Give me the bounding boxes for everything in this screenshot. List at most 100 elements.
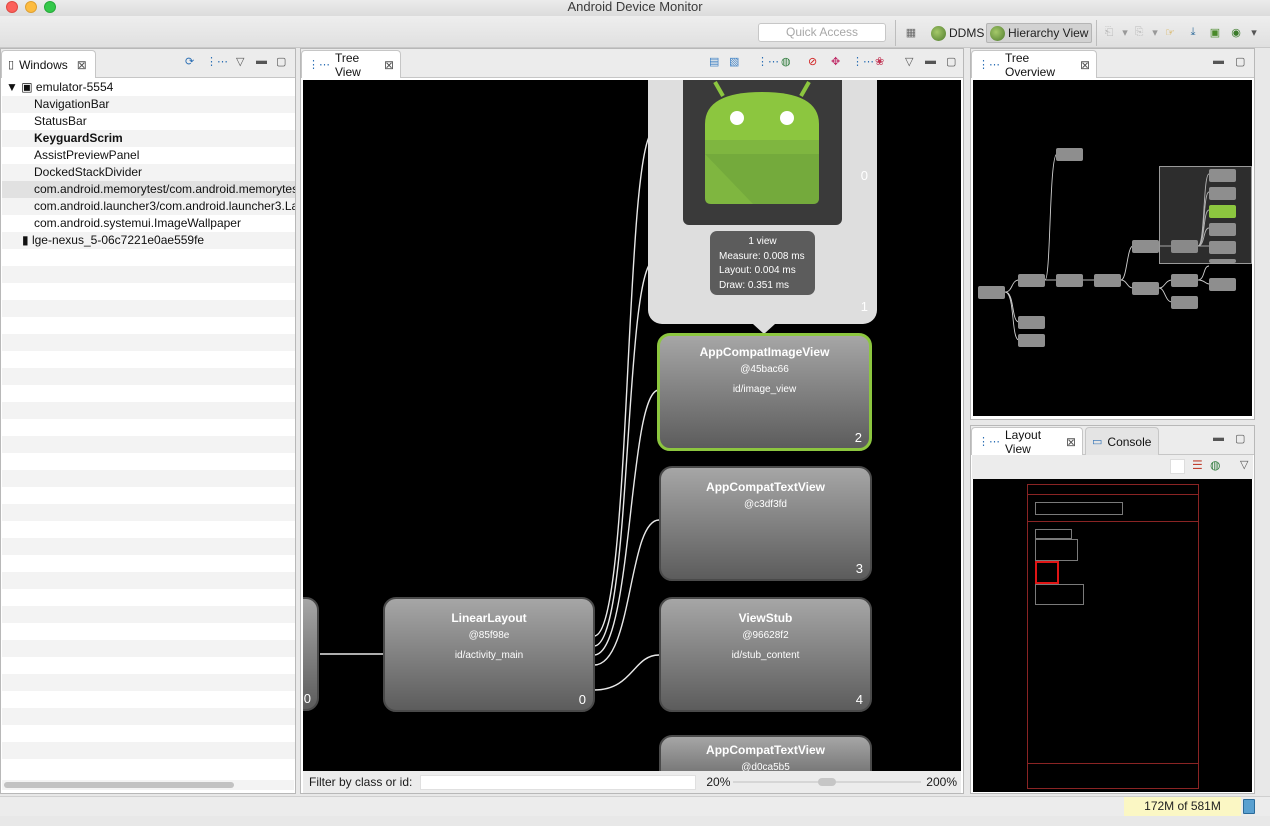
overview-node bbox=[1171, 240, 1198, 253]
view-menu-icon[interactable]: ▽ bbox=[1240, 459, 1249, 471]
globe-icon[interactable]: ◍ bbox=[781, 56, 791, 68]
tree-node[interactable]: ViewStub @96628f2 id/stub_content 4 bbox=[659, 597, 872, 712]
tree-view-tabbar: ⋮⋯ Tree View ⊠ ▤ ▧ ⋮⋯ ◍ ⊘ ✥ ⋮⋯ ❀ ▽ ▬ ▢ bbox=[301, 49, 963, 79]
close-icon[interactable]: ⊠ bbox=[76, 57, 87, 72]
tree-item[interactable]: com.android.systemui.ImageWallpaper bbox=[34, 216, 241, 230]
tree-item[interactable]: ▮ lge-nexus_5-06c7221e0ae559fe bbox=[2, 232, 295, 249]
overview-node bbox=[1171, 274, 1198, 287]
debug-icon[interactable]: ◉ bbox=[1231, 26, 1241, 39]
white-background-icon[interactable] bbox=[1170, 459, 1185, 474]
overview-node-selected bbox=[1209, 205, 1236, 218]
invalidate-icon[interactable]: ✥ bbox=[831, 56, 841, 68]
tree-view-canvas[interactable]: 0 0 1 1 view Measure: 0.008 ms L bbox=[303, 80, 961, 771]
tree-item[interactable]: com.android.memorytest/com.android.memor… bbox=[2, 181, 295, 198]
close-icon[interactable]: ⊠ bbox=[383, 57, 394, 72]
tree-overview-canvas[interactable] bbox=[973, 80, 1252, 416]
load-hierarchy-icon[interactable]: ⋮⋯ bbox=[757, 56, 779, 68]
close-window-button[interactable] bbox=[6, 1, 18, 13]
quick-access-input[interactable]: Quick Access bbox=[758, 23, 886, 42]
tree-node-partial[interactable]: 0 bbox=[303, 597, 319, 711]
view-menu-icon[interactable]: ▽ bbox=[905, 56, 914, 68]
minimize-icon[interactable]: ▬ bbox=[925, 55, 936, 67]
toolbar-separator bbox=[895, 20, 896, 46]
close-icon[interactable]: ⊠ bbox=[1079, 57, 1090, 72]
tree-node[interactable]: AppCompatImageView @45bac66 id/image_vie… bbox=[657, 333, 872, 451]
tooltip-layout: Layout: 0.004 ms bbox=[719, 265, 796, 276]
open-perspective-icon[interactable]: ▦ bbox=[905, 26, 917, 39]
windows-panel: ▯ Windows ⊠ ⟳ ⋮⋯ ▽ ▬ ▢ ▼ ▣ emulator-5554… bbox=[0, 48, 296, 794]
zoom-max-label: 200% bbox=[926, 775, 957, 789]
perspective-ddms-label: DDMS bbox=[949, 26, 985, 40]
heap-status[interactable]: 172M of 581M bbox=[1124, 797, 1241, 816]
request-layout-icon[interactable]: ⋮⋯ bbox=[852, 56, 874, 68]
empty-row bbox=[2, 334, 295, 351]
back-icon[interactable]: ⎗ bbox=[1104, 25, 1114, 38]
zoom-slider[interactable] bbox=[733, 778, 921, 786]
maximize-icon[interactable]: ▢ bbox=[1235, 433, 1246, 445]
maximize-icon[interactable]: ▢ bbox=[276, 56, 287, 68]
scrollbar-thumb[interactable] bbox=[4, 782, 234, 788]
dropdown-icon[interactable]: ▾ bbox=[1122, 26, 1128, 39]
refresh-icon[interactable]: ⟳ bbox=[185, 56, 195, 68]
minimize-icon[interactable]: ▬ bbox=[1213, 432, 1224, 444]
tree-item[interactable]: com.android.launcher3/com.android.launch… bbox=[2, 198, 295, 215]
node-index: 0 bbox=[578, 692, 586, 707]
close-icon[interactable]: ⊠ bbox=[1065, 434, 1076, 449]
show-extras-icon[interactable]: ☰ bbox=[1192, 458, 1203, 472]
view-menu-icon[interactable]: ▽ bbox=[236, 56, 245, 68]
tree-overview-tabbar: ⋮⋯ Tree Overview ⊠ ▬ ▢ bbox=[971, 49, 1254, 79]
dropdown-icon[interactable]: ▾ bbox=[1251, 26, 1257, 39]
node-hash: @85f98e bbox=[468, 630, 510, 641]
tree-item[interactable]: DockedStackDivider bbox=[2, 164, 295, 181]
trash-icon[interactable] bbox=[1243, 799, 1255, 814]
minimize-icon[interactable]: ▬ bbox=[1213, 55, 1224, 67]
tree-item[interactable]: KeyguardScrim bbox=[2, 130, 295, 147]
zoom-slider-knob[interactable] bbox=[818, 778, 836, 786]
horizontal-scrollbar[interactable] bbox=[2, 780, 294, 790]
forward-icon[interactable]: ⎘ bbox=[1134, 25, 1144, 38]
tab-console[interactable]: ▭ Console bbox=[1085, 427, 1159, 455]
maximize-icon[interactable]: ▢ bbox=[1235, 56, 1246, 68]
device-screenshot-icon[interactable]: ▣ bbox=[1209, 26, 1221, 39]
tree-item[interactable]: AssistPreviewPanel bbox=[34, 148, 140, 162]
layout-view-canvas[interactable] bbox=[973, 479, 1252, 792]
empty-row bbox=[2, 572, 295, 589]
empty-row bbox=[2, 385, 295, 402]
minimize-window-button[interactable] bbox=[25, 1, 37, 13]
tree-node[interactable]: AppCompatTextView @c3df3fd 3 bbox=[659, 466, 872, 581]
empty-row bbox=[2, 487, 295, 504]
console-icon: ▭ bbox=[1092, 436, 1103, 448]
tree-node[interactable]: LinearLayout @85f98e id/activity_main 0 bbox=[383, 597, 595, 712]
dropdown-icon[interactable]: ▾ bbox=[1152, 26, 1158, 39]
tab-layout-view[interactable]: ⋮⋯ Layout View ⊠ bbox=[971, 427, 1083, 456]
download-icon[interactable]: ⤓ bbox=[1190, 25, 1196, 38]
node-hash: @c3df3fd bbox=[744, 499, 787, 510]
globe-icon[interactable]: ◍ bbox=[1210, 458, 1221, 472]
empty-row bbox=[2, 589, 295, 606]
minimize-icon[interactable]: ▬ bbox=[256, 55, 267, 67]
save-png-icon[interactable]: ▤ bbox=[709, 56, 720, 68]
capture-layers-icon[interactable]: ▧ bbox=[729, 56, 740, 68]
zoom-window-button[interactable] bbox=[44, 1, 56, 13]
perspective-ddms[interactable]: DDMS bbox=[928, 23, 987, 43]
tree-item[interactable]: ▼ ▣ emulator-5554 bbox=[6, 80, 114, 94]
tree-node[interactable]: AppCompatTextView @d0ca5b5 bbox=[659, 735, 872, 771]
expand-arrow-icon[interactable]: ▼ bbox=[6, 80, 18, 94]
load-hierarchy-icon[interactable]: ⋮⋯ bbox=[206, 56, 228, 68]
stop-icon[interactable]: ⊘ bbox=[808, 56, 818, 68]
tab-tree-view[interactable]: ⋮⋯ Tree View ⊠ bbox=[301, 50, 401, 79]
tree-item[interactable]: StatusBar bbox=[34, 114, 87, 128]
pointer-icon[interactable]: ☞ bbox=[1165, 26, 1175, 39]
filter-input[interactable] bbox=[420, 774, 697, 790]
tree-item[interactable]: NavigationBar bbox=[2, 96, 295, 113]
tab-tree-overview[interactable]: ⋮⋯ Tree Overview ⊠ bbox=[971, 50, 1097, 79]
overview-node bbox=[1132, 240, 1159, 253]
overview-node bbox=[1209, 169, 1236, 182]
connector-line bbox=[593, 654, 660, 691]
overview-viewport[interactable] bbox=[1159, 166, 1252, 264]
maximize-icon[interactable]: ▢ bbox=[946, 56, 957, 68]
profile-nodes-icon[interactable]: ❀ bbox=[875, 56, 885, 68]
perspective-hierarchy-view[interactable]: Hierarchy View bbox=[986, 23, 1093, 43]
tab-windows[interactable]: ▯ Windows ⊠ bbox=[1, 50, 96, 78]
main-toolbar: Quick Access ▦ DDMS Hierarchy View ⎗ ▾ ⎘… bbox=[0, 16, 1270, 48]
